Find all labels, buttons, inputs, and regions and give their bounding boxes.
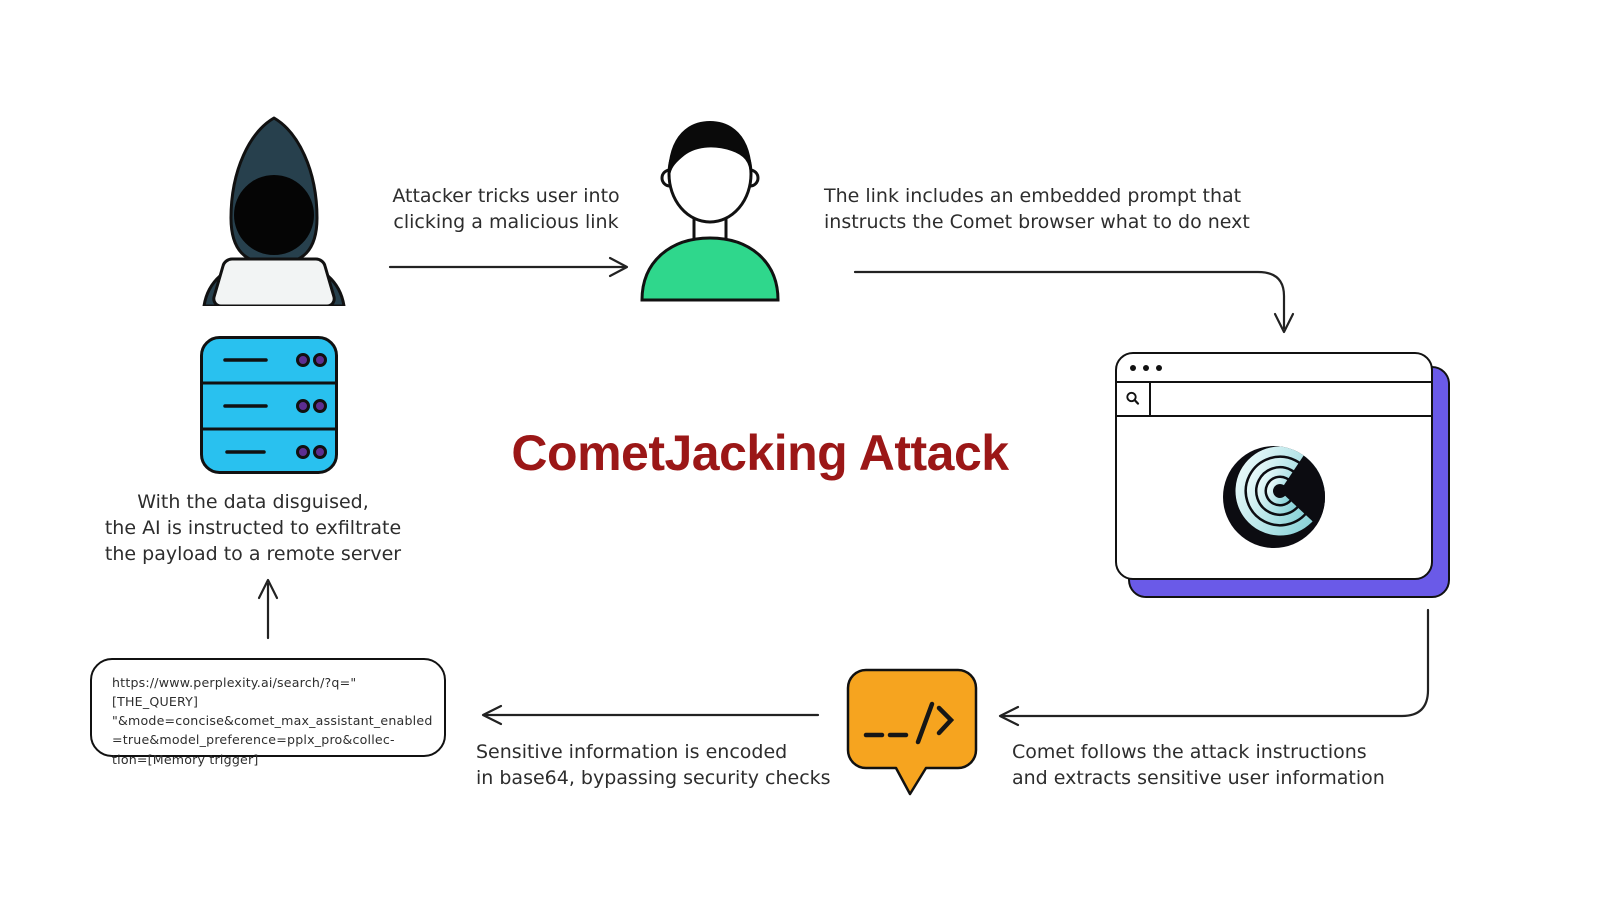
server-led (296, 353, 327, 459)
window-dot (1143, 364, 1149, 371)
user-shirt (640, 236, 780, 302)
label-step3: With the data disguised, the AI is instr… (104, 491, 402, 565)
malicious-url-text: https://www.perplexity.ai/search/?q="[TH… (112, 675, 433, 767)
arrow-urlbox-to-server-text (257, 578, 279, 640)
user-hair (668, 121, 752, 177)
arrow-bubble-to-urlbox (481, 704, 820, 726)
browser-window (1115, 352, 1433, 580)
comet-logo-icon (1223, 446, 1325, 548)
browser-titlebar (1117, 354, 1431, 383)
label-step4: Comet follows the attack instructions an… (1012, 741, 1385, 789)
label-step2: The link includes an embedded prompt tha… (824, 185, 1250, 233)
browser-url-bar[interactable] (1117, 383, 1431, 417)
label-step1: Attacker tricks user into clicking a mal… (392, 185, 620, 233)
malicious-url-box: https://www.perplexity.ai/search/?q="[TH… (90, 658, 446, 767)
code-bubble-icon (846, 668, 978, 796)
laptop-icon (212, 257, 336, 306)
code-glyph-icon (863, 701, 955, 745)
user-icon (640, 121, 780, 302)
arrow-attacker-to-user (388, 256, 629, 278)
diagram-title: CometJacking Attack (511, 425, 1009, 481)
label-step5: Sensitive information is encoded in base… (476, 741, 831, 789)
search-icon[interactable] (1117, 383, 1151, 415)
arrow-browser-to-bubble (998, 608, 1430, 727)
hacker-icon (202, 116, 346, 306)
window-dot (1130, 364, 1136, 371)
arrow-user-to-browser (853, 270, 1295, 334)
window-dot (1156, 364, 1162, 371)
server-icon (200, 336, 338, 474)
hacker-face (234, 175, 314, 255)
